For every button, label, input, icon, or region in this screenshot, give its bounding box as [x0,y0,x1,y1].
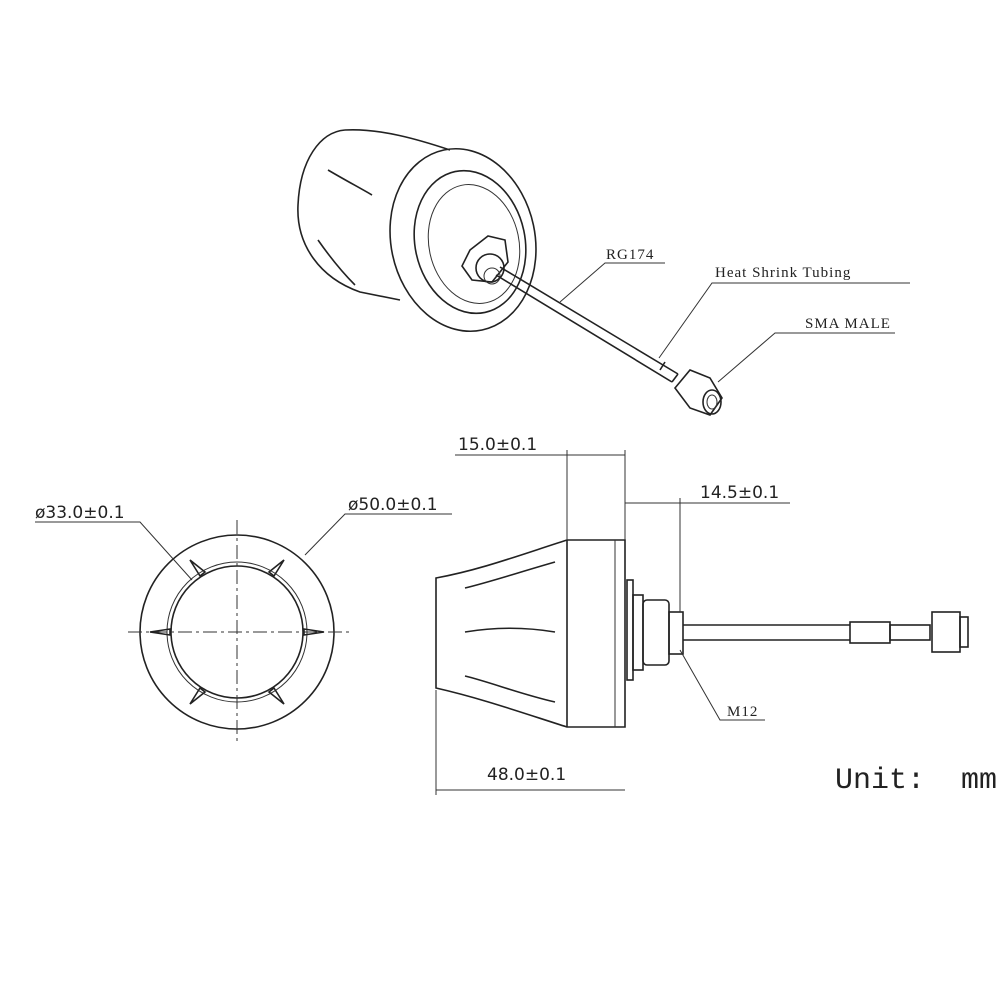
dimension-overall-length: 48.0±0.1 [487,765,566,785]
callout-sma-male: SMA MALE [805,316,891,332]
dimension-inner-diameter: ø33.0±0.1 [35,503,125,523]
side-view [435,450,969,795]
callout-heat-shrink: Heat Shrink Tubing [715,265,851,281]
unit-label: Unit: mm [835,764,997,798]
isometric-view [297,128,910,416]
dimension-base-length: 15.0±0.1 [458,435,537,455]
dimension-outer-diameter: ø50.0±0.1 [348,495,438,515]
dimension-thread-length: 14.5±0.1 [700,483,779,503]
callout-rg174: RG174 [606,247,654,263]
callout-m12: M12 [727,704,758,720]
front-view [35,513,452,745]
